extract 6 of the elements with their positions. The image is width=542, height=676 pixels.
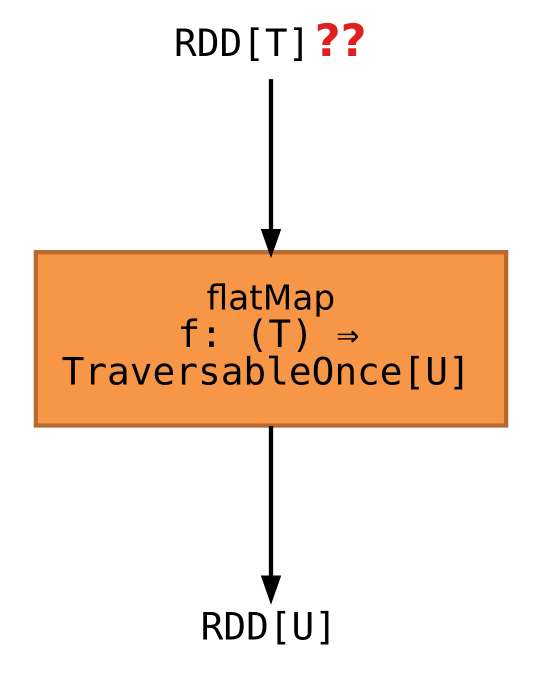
node-text: RDD[T] <box>174 21 310 66</box>
node-text: RDD[U] <box>200 604 338 648</box>
node-box: flatMap f: (T) ⇒ TraversableOnce[U] <box>34 250 508 428</box>
arrow <box>260 79 282 258</box>
arrow <box>260 426 282 605</box>
node-label: ?? <box>314 15 367 68</box>
